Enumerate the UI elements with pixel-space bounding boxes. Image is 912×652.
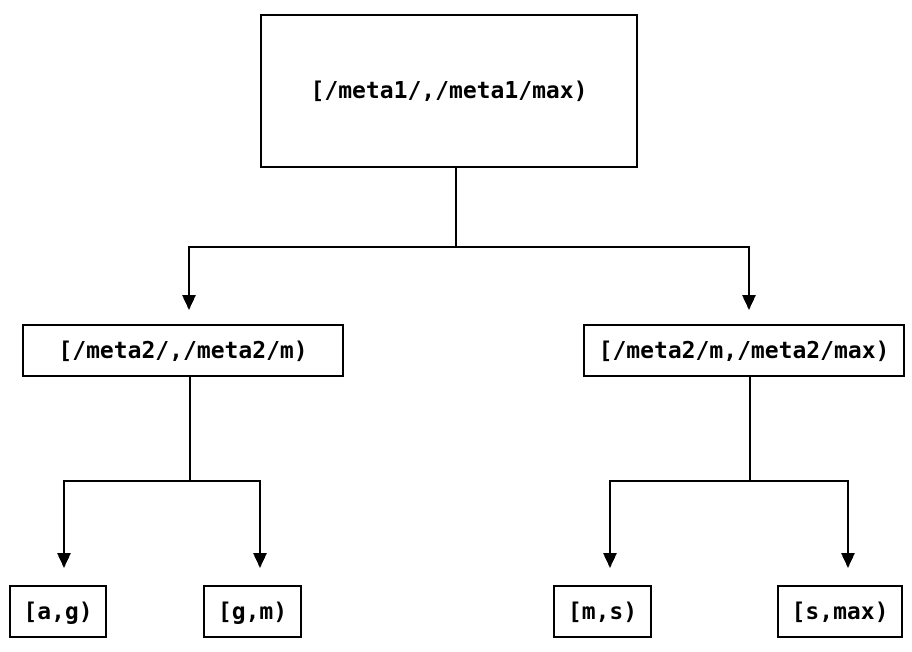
arrowhead-to-leaf-gm <box>253 553 267 568</box>
tree-leaf-ag-label: [a,g) <box>23 598 93 625</box>
tree-node-left-child: [/meta2/,/meta2/m) <box>22 324 344 377</box>
arrowhead-to-leaf-smax <box>841 553 855 568</box>
tree-leaf-ms: [m,s) <box>553 585 652 638</box>
tree-leaf-ms-label: [m,s) <box>567 598 638 625</box>
arrowhead-to-leaf-ag <box>57 553 71 568</box>
tree-leaf-smax: [s,max) <box>777 585 903 638</box>
arrowhead-to-right-child <box>742 295 756 310</box>
edge-rail-right-leaves <box>609 480 849 554</box>
tree-node-right-child: [/meta2/m,/meta2/max) <box>583 324 905 377</box>
edge-rail-left-leaves <box>63 480 261 554</box>
tree-node-root: [/meta1/,/meta1/max) <box>260 14 638 168</box>
tree-leaf-gm: [g,m) <box>203 585 302 638</box>
tree-node-left-child-label: [/meta2/,/meta2/m) <box>58 337 308 364</box>
tree-leaf-gm-label: [g,m) <box>217 598 288 625</box>
edge-rail-root-children <box>188 246 750 296</box>
tree-node-right-child-label: [/meta2/m,/meta2/max) <box>598 337 890 364</box>
tree-node-root-label: [/meta1/,/meta1/max) <box>310 78 588 104</box>
arrowhead-to-left-child <box>182 295 196 310</box>
tree-leaf-smax-label: [s,max) <box>791 598 889 625</box>
tree-leaf-ag: [a,g) <box>9 585 107 638</box>
arrowhead-to-leaf-ms <box>603 553 617 568</box>
